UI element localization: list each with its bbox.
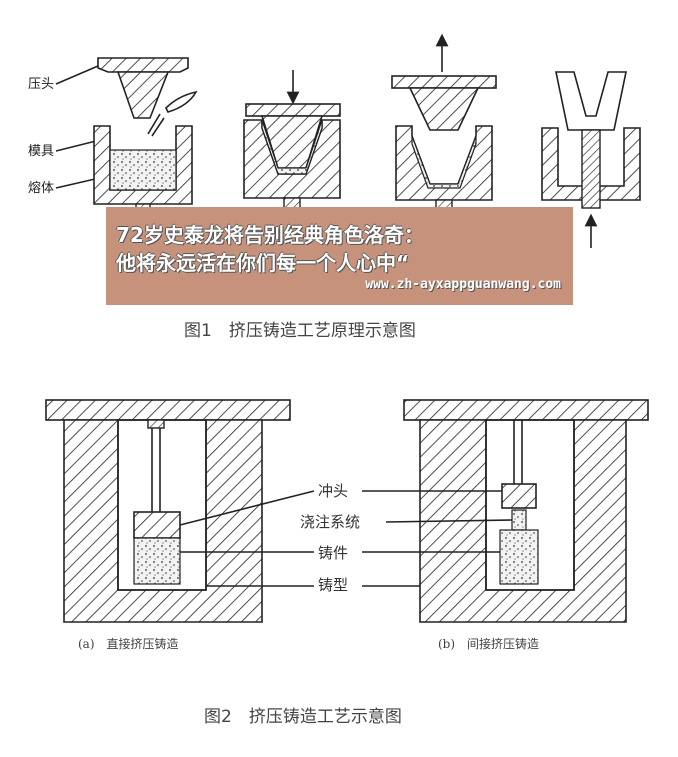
die-4	[541, 127, 641, 201]
label-punch-2: 冲头	[318, 482, 348, 500]
melt-2	[261, 119, 323, 175]
subcaption-a: (a) 直接挤压铸造	[78, 636, 179, 651]
punch-b	[501, 483, 537, 509]
label-mold-2: 铸型	[318, 576, 348, 594]
label-melt: 熔体	[28, 181, 54, 196]
watermark-url: www.zh-ayxappguanwang.com	[365, 277, 561, 292]
casting-3	[411, 135, 477, 189]
label-gating: 浇注系统	[300, 513, 360, 531]
leader-mold	[55, 139, 101, 152]
stage-4-eject	[541, 71, 641, 248]
ladle	[165, 90, 198, 113]
ejected-casting	[555, 71, 627, 131]
cavity-b	[485, 419, 575, 591]
figure-2: (a) 直接挤压铸造 (b) 间接挤压铸造 冲头 浇注系统 铸件 铸型 图2 挤…	[45, 399, 649, 727]
pour-stream-a	[147, 113, 161, 135]
melt-1	[109, 149, 177, 191]
punch-body-3	[408, 87, 480, 131]
pour-stream-b	[151, 117, 165, 137]
figure-2-caption: 图2 挤压铸造工艺示意图	[204, 707, 402, 727]
figure-1-caption: 图1 挤压铸造工艺原理示意图	[184, 321, 416, 341]
die-3	[395, 125, 493, 201]
top-plate-a	[45, 399, 291, 421]
die-1	[93, 125, 193, 205]
label-casting: 铸件	[318, 544, 348, 562]
punch-plate-1	[97, 57, 189, 73]
watermark-banner: 72岁史泰龙将告别经典角色洛奇： 他将永远活在你们每一个人心中“ www.zh-…	[106, 207, 573, 305]
punch-plate-3	[391, 75, 497, 89]
direct-squeeze-casting: (a) 直接挤压铸造	[45, 399, 291, 651]
rod-cap-a	[147, 419, 165, 429]
indirect-squeeze-casting: (b) 间接挤压铸造	[403, 399, 649, 651]
stage-3-retract	[391, 33, 497, 211]
casting-a	[133, 537, 181, 585]
stage-1-pouring	[93, 57, 198, 217]
leader-gating	[385, 519, 513, 523]
punch-plate-2	[245, 103, 341, 117]
ejector-rod-4	[581, 129, 601, 209]
top-plate-b	[403, 399, 649, 421]
watermark-line-2: 他将永远活在你们每一个人心中“	[116, 251, 410, 275]
leader-punch-a	[179, 490, 315, 526]
punch-a	[133, 511, 181, 539]
label-punch: 压头	[28, 77, 54, 92]
subcaption-b: (b) 间接挤压铸造	[438, 636, 539, 651]
punch-body-1	[116, 71, 170, 119]
stage-2-pressing	[243, 70, 341, 211]
leader-punch	[55, 65, 99, 85]
watermark-line-1: 72岁史泰龙将告别经典角色洛奇：	[116, 223, 424, 247]
gate-b	[511, 509, 527, 531]
label-mold: 模具	[28, 144, 54, 159]
casting-b	[499, 529, 539, 585]
